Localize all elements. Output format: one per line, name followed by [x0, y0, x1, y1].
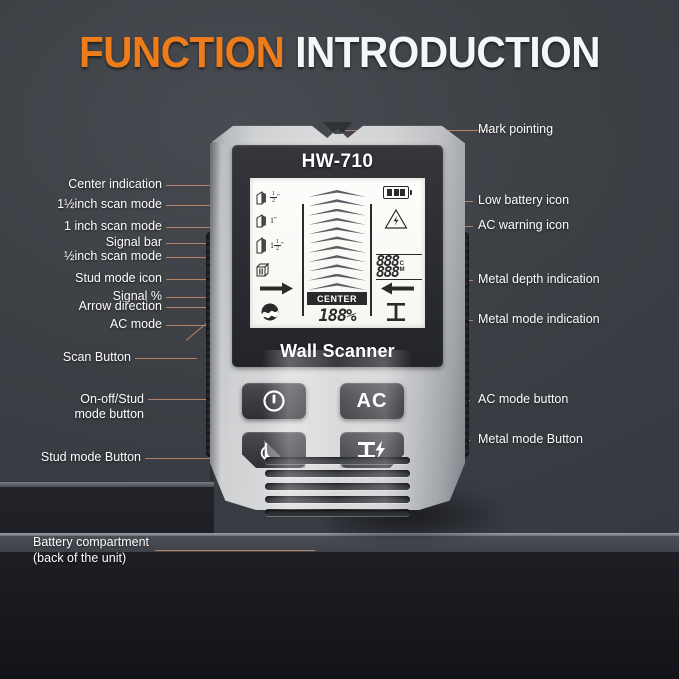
label-signal-percent: Signal % [112, 289, 162, 303]
label-15inch-scan-mode: 1½inch scan mode [57, 197, 162, 211]
depth-digits-top: 888 [376, 252, 400, 270]
signal-chevron [308, 273, 366, 281]
stud-mode-icon [255, 261, 295, 280]
vent-slot [265, 496, 410, 503]
depth-unit-bottom: M [399, 267, 405, 273]
battery-cell [393, 189, 399, 196]
signal-chevron [308, 199, 366, 207]
vent-slot [265, 470, 410, 477]
page-title-part1: FUNCTION [78, 28, 285, 77]
model-name: HW-710 [301, 151, 374, 172]
low-battery-icon [383, 186, 412, 199]
wall-depth-icon [255, 213, 269, 229]
ac-mode-button[interactable]: AC [340, 383, 404, 419]
label-center-indication: Center indication [68, 177, 162, 191]
metal-depth-indication: 888 888 C M [376, 254, 422, 280]
ac-warning-triangle-icon [384, 208, 408, 230]
label-arrow-direction: Arrow direction [78, 299, 162, 313]
label-low-battery-icon: Low battery icon [478, 193, 570, 207]
arrow-left-icon [380, 282, 414, 295]
battery-cell [400, 189, 405, 196]
platform-front-face [0, 552, 679, 679]
label-mark-pointing: Mark pointing [478, 122, 554, 136]
wall-depth-icon [255, 190, 269, 206]
label-stud-mode-icon: Stud mode icon [75, 271, 162, 285]
label-signal-bar: Signal bar [105, 235, 162, 249]
lcd-divider-left [302, 204, 304, 316]
scan-mode-one-inch: 1″ [255, 211, 295, 230]
wall-scanner-device: HW-710 Wall Scanner [206, 120, 469, 516]
background-rear-block-edge [0, 482, 214, 487]
vent-slot [265, 457, 410, 464]
signal-chevron [308, 217, 366, 225]
metal-ibeam-icon [384, 300, 408, 324]
label-metal-depth-indication: Metal depth indication [478, 272, 600, 286]
battery-cell [387, 189, 392, 196]
signal-chevron [308, 236, 366, 244]
label-onoff-stud-button-line2: mode button [74, 407, 145, 421]
center-indication-badge: CENTER [307, 292, 367, 305]
label-ac-warning-icon: AC warning icon [478, 218, 570, 232]
brand-name: Wall Scanner [280, 341, 395, 361]
vent-slot [265, 483, 410, 490]
signal-chevron [308, 264, 366, 272]
signal-chevron [308, 190, 366, 197]
signal-chevron [308, 227, 366, 235]
leader-scan-button [135, 358, 197, 359]
vent-slot [265, 509, 410, 516]
screen-bezel: HW-710 Wall Scanner [232, 145, 443, 367]
label-onoff-stud-button-line1: On-off/Stud [80, 392, 144, 406]
power-stud-mode-button[interactable] [242, 383, 306, 419]
depth-unit-top: C [399, 260, 404, 267]
ac-mode-button-label: AC [356, 389, 388, 412]
signal-chevron [308, 208, 366, 216]
mark-pointing-notch [323, 122, 353, 134]
label-1inch-scan-mode: 1 inch scan mode [64, 219, 162, 233]
depth-digits-bottom: 888 [376, 263, 400, 281]
label-battery-compartment-line2: (back of the unit) [33, 551, 127, 565]
label-stud-mode-button: Stud mode Button [40, 450, 141, 464]
label-half-inch-scan-mode: ½inch scan mode [64, 249, 162, 263]
lcd-divider-right [370, 204, 372, 316]
label-battery-compartment-line1: Battery compartment [33, 535, 150, 549]
leader-battery-compartment [155, 550, 315, 551]
page-title: FUNCTION INTRODUCTION [27, 30, 652, 76]
arrow-right-icon [260, 282, 294, 295]
ac-wave-icon [260, 302, 280, 322]
scan-mode-one-inch-label: 1″ [270, 216, 277, 225]
ibeam-bolt-icon [356, 439, 388, 461]
battery-compartment-vents [265, 457, 410, 516]
label-ac-mode-button: AC mode button [478, 392, 569, 406]
stud-block-icon [255, 262, 272, 279]
label-scan-button: Scan Button [62, 350, 131, 364]
signal-chevron [308, 255, 366, 263]
signal-bar [308, 190, 366, 290]
signal-percent-value: 188% [318, 306, 357, 326]
wall-depth-icon [255, 236, 269, 255]
signal-chevron [308, 282, 366, 290]
label-metal-mode-indication: Metal mode indication [478, 312, 600, 326]
depth-unit: C M [400, 261, 405, 274]
page-title-part2: INTRODUCTION [295, 28, 601, 77]
depth-digits: 888 888 [376, 252, 400, 281]
label-ac-mode: AC mode [109, 317, 162, 331]
signal-chevron [308, 245, 366, 253]
power-icon [262, 389, 286, 413]
device-left-bevel [210, 142, 226, 482]
label-metal-mode-button: Metal mode Button [478, 432, 583, 446]
